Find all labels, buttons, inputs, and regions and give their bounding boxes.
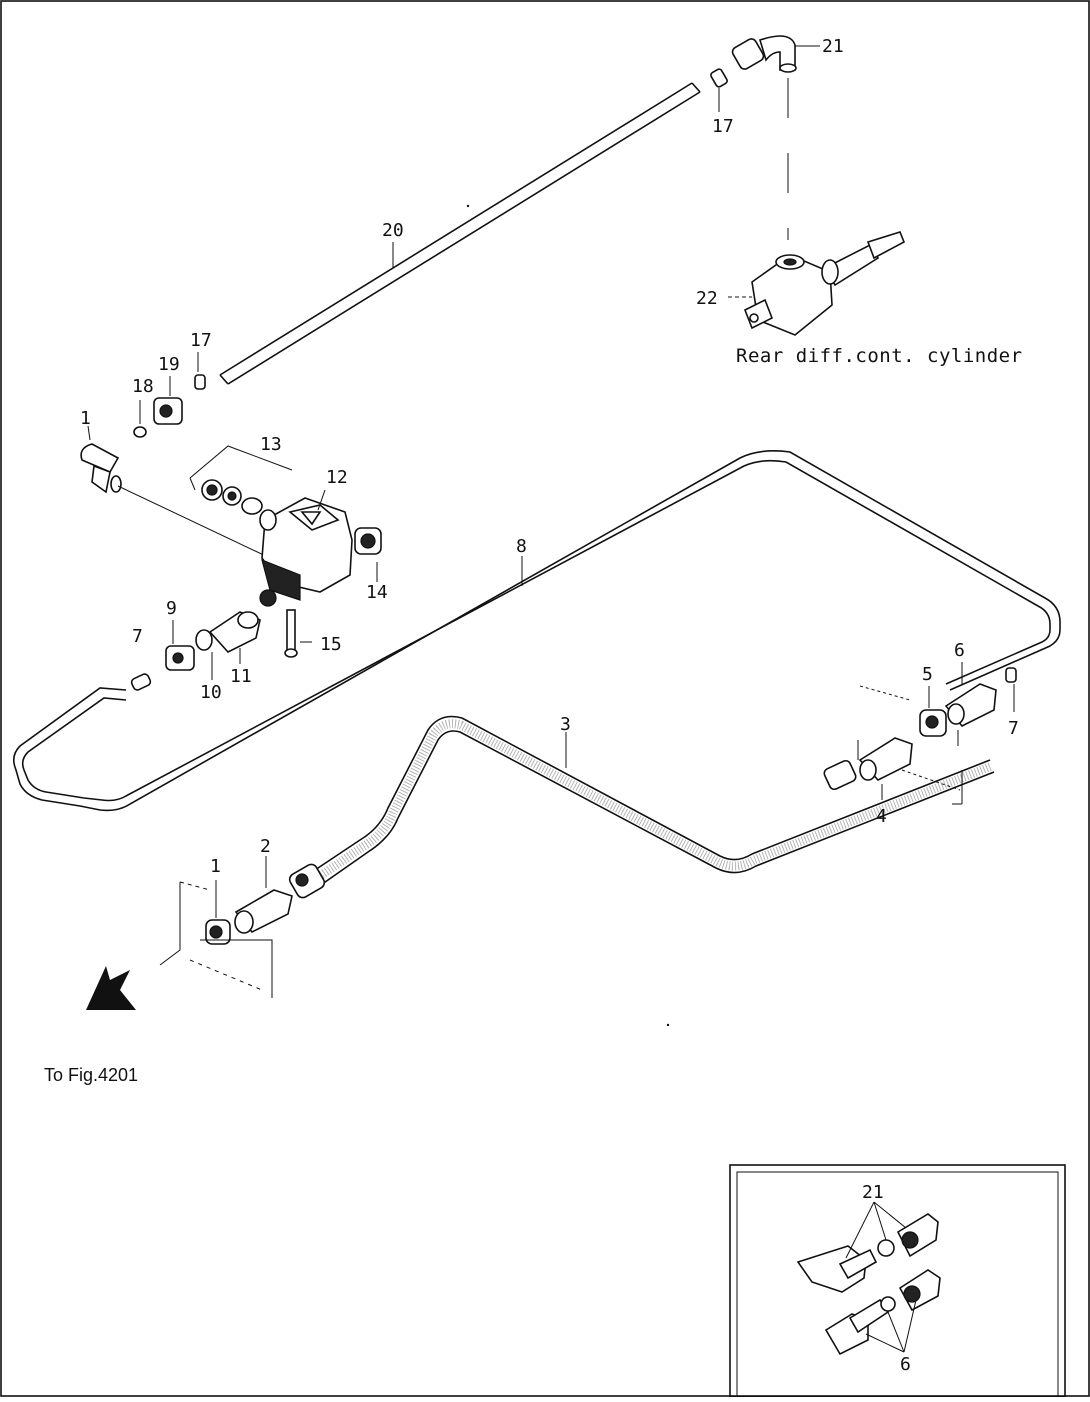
- fitting-6: [944, 683, 997, 728]
- label-6-inset: 6: [900, 1354, 911, 1375]
- label-5: 5: [922, 664, 933, 685]
- label-17-left: 17: [190, 330, 212, 351]
- sleeve-17-lower: [194, 374, 206, 390]
- cylinder-caption: Rear diff.cont. cylinder: [736, 345, 1023, 367]
- nut-14: [354, 527, 382, 555]
- label-2: 2: [260, 836, 271, 857]
- label-20: 20: [382, 220, 404, 241]
- elbow-1-upper: [80, 443, 122, 494]
- label-11: 11: [230, 666, 252, 687]
- nut-19: [153, 397, 183, 425]
- label-8: 8: [516, 536, 527, 557]
- label-1-lower: 1: [210, 856, 221, 877]
- label-6-right: 6: [954, 640, 965, 661]
- hose-end-left: [288, 863, 326, 899]
- ring-18: [133, 426, 147, 438]
- label-3: 3: [560, 714, 571, 735]
- label-19: 19: [158, 354, 180, 375]
- direction-arrow-icon: [86, 966, 136, 1010]
- hose-end-right: [823, 759, 857, 791]
- nut-1-lower: [205, 919, 231, 945]
- sleeve-17-upper: [710, 68, 728, 88]
- part-labels: 21 17 20 22 17 19 18 1 13 12 8 14 9 7 15…: [80, 36, 1019, 1375]
- label-4: 4: [876, 806, 887, 827]
- label-7-right: 7: [1008, 718, 1019, 739]
- fitting-2: [234, 889, 293, 934]
- label-1-upper: 1: [80, 408, 91, 429]
- sleeve-7-right: [1005, 667, 1017, 683]
- sleeve-7-left: [130, 673, 152, 691]
- inset-detail: [729, 1164, 1066, 1398]
- oring-set-13: [189, 445, 293, 531]
- nut-9: [165, 645, 195, 671]
- label-18: 18: [132, 376, 154, 397]
- hose-3: [299, 715, 995, 895]
- label-15: 15: [320, 634, 342, 655]
- block-12: [261, 497, 353, 601]
- label-9: 9: [166, 598, 177, 619]
- label-7-left: 7: [132, 626, 143, 647]
- tube-20: [219, 82, 701, 385]
- label-14: 14: [366, 582, 388, 603]
- label-10: 10: [200, 682, 222, 703]
- elbow-21: [731, 35, 797, 73]
- rear-diff-cylinder: [743, 231, 906, 336]
- figure-reference-note: To Fig.4201: [44, 1065, 138, 1085]
- tube-8: [12, 450, 1061, 812]
- label-13: 13: [260, 434, 282, 455]
- ring-10: [195, 629, 213, 651]
- nut-5: [919, 709, 947, 737]
- bolt-15: [284, 609, 298, 658]
- fitting-4: [858, 737, 913, 781]
- label-17-top: 17: [712, 116, 734, 137]
- label-22: 22: [696, 288, 718, 309]
- label-21-inset: 21: [862, 1182, 884, 1203]
- label-12: 12: [326, 467, 348, 488]
- fitting-11: [208, 589, 277, 653]
- label-21-top: 21: [822, 36, 844, 57]
